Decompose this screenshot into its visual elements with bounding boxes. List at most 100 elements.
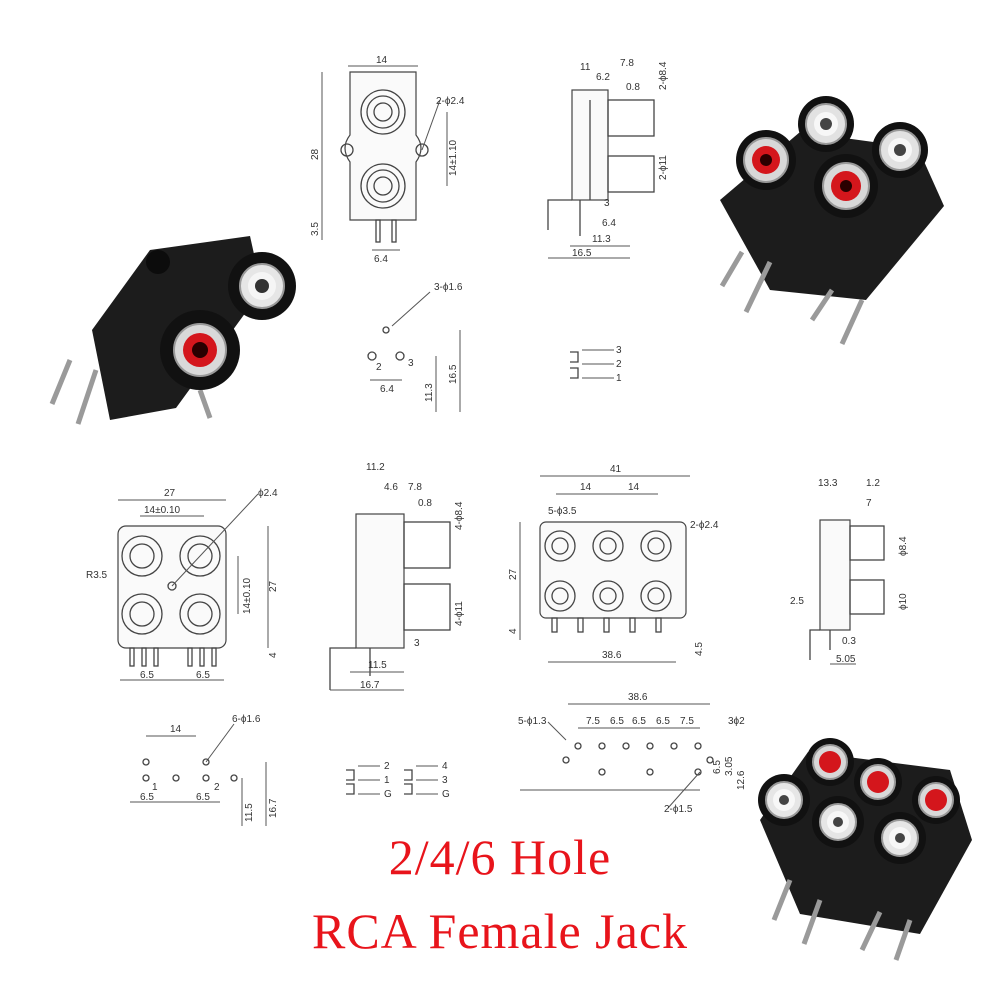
dim-6h-pcb-p4: 6.5: [656, 716, 670, 727]
dim-6h-side-d4: ϕ8.4: [898, 536, 909, 556]
dim-2h-mount-holes: 2-ϕ2.4: [436, 96, 465, 107]
dim-2h-side-d7: 3: [604, 198, 610, 209]
six-hole-side-view: 13.3 1.2 7 ϕ8.4 ϕ10 2.5 0.3 5.05: [790, 478, 909, 665]
dim-2h-side-d2: 7.8: [620, 58, 634, 69]
dim-4h-pin-right: 6.5: [196, 670, 210, 681]
dim-4h-pin-left: 6.5: [140, 670, 154, 681]
dim-6h-pcb-p5: 7.5: [680, 716, 694, 727]
two-hole-side-view: 11 7.8 6.2 0.8 2-ϕ8.4 2-ϕ11 3 6.4 11.3 1…: [547, 58, 669, 259]
dim-4h-side-d4: 4-ϕ8.4: [454, 501, 465, 530]
dim-2h-pcb-pin3: 3: [408, 358, 414, 369]
dim-4h-pcb-p2: 2: [214, 782, 220, 793]
dim-6h-pcb-p2: 6.5: [610, 716, 624, 727]
dim-6h-pin-side: 4.5: [694, 642, 705, 656]
dim-6h-sp1: 14: [580, 482, 592, 493]
dim-6h-mount: 2-ϕ2.4: [690, 520, 719, 531]
photo-two-hole-jack: [49, 236, 296, 425]
dim-4h-side-d6: 4-ϕ11: [454, 601, 465, 626]
photo-four-hole-jack: [719, 96, 944, 346]
sch-4h-b-p3: 3: [442, 775, 448, 786]
dim-6h-pcb-width: 38.6: [628, 692, 648, 703]
dim-6h-height: 27: [508, 568, 519, 580]
dim-4h-width: 27: [164, 488, 176, 499]
dim-4h-pcb-d1: 6.5: [140, 792, 154, 803]
4h-jack-outlines: [121, 535, 221, 635]
dim-6h-width: 41: [610, 464, 622, 475]
dim-4h-side-d1: 11.2: [366, 462, 385, 473]
dim-6h-pcb-left-holes: 5-ϕ1.3: [518, 716, 547, 727]
dim-6h-pcb-h3: 6.5: [712, 760, 723, 774]
dim-6h-side-d8: 5.05: [836, 654, 856, 665]
dim-2h-side-d8: 6.4: [602, 218, 616, 229]
dim-2h-side-d4: 0.8: [626, 82, 640, 93]
two-hole-schematic: 3 2 1: [570, 345, 622, 384]
dim-4h-pcb-h2: 16.7: [268, 798, 279, 818]
dim-6h-side-d7: 0.3: [842, 636, 856, 647]
dim-6h-sp2: 14: [628, 482, 640, 493]
dim-4h-side-d5: 0.8: [418, 498, 432, 509]
dim-2h-side-d9: 11.3: [592, 234, 611, 245]
sch-2h-p1: 1: [616, 373, 622, 384]
dim-4h-side-d3: 7.8: [408, 482, 422, 493]
dim-4h-side-d8: 11.5: [368, 660, 387, 671]
four-hole-schematic-b: 4 3 G: [404, 761, 450, 800]
dim-4h-side-d7: 3: [414, 638, 420, 649]
sch-4h-a-p1: 1: [384, 775, 390, 786]
dim-4h-pcb-d2: 6.5: [196, 792, 210, 803]
dim-4h-hole-spacing-v: 14±0.10: [242, 577, 253, 614]
dim-2h-side-d10: 16.5: [572, 248, 592, 259]
dim-2h-hole-spacing: 14±1.10: [448, 139, 459, 176]
four-hole-front-view: 27 14±0.10 ϕ2.4 R3.5 14±0.10 27 4 6.5 6.…: [86, 488, 279, 681]
dim-2h-pcb-h2: 16.5: [448, 364, 459, 384]
dim-4h-height: 27: [268, 580, 279, 592]
dim-2h-side-d6: 2-ϕ11: [658, 155, 669, 180]
dim-6h-side-d5: ϕ10: [898, 593, 909, 610]
dim-6h-pcb-bottom-holes: 2-ϕ1.5: [664, 804, 693, 815]
dim-6h-pcb-right-holes: 3ϕ2: [728, 716, 745, 727]
four-hole-schematic-a: 2 1 G: [346, 761, 392, 800]
dim-4h-pin-length: 4: [268, 652, 279, 658]
photo-six-hole-jack: [758, 738, 972, 961]
dim-4h-mount-hole: ϕ2.4: [258, 488, 278, 499]
six-hole-pcb-layout: 38.6 7.5 6.5 6.5 6.5 7.5 5-ϕ1.3 3ϕ2 2-ϕ1…: [518, 692, 747, 815]
dim-6h-holes: 5-ϕ3.5: [548, 506, 577, 517]
six-hole-front-view: 41 14 14 5-ϕ3.5 2-ϕ2.4 27 4 38.6 4.5: [508, 464, 719, 663]
6h-jack-outlines: [544, 530, 672, 612]
product-title-line1: 2/4/6 Hole: [388, 829, 612, 885]
product-title-line2: RCA Female Jack: [311, 903, 689, 959]
dim-4h-pcb-width: 14: [170, 724, 182, 735]
dim-2h-pin-spacing: 6.4: [374, 254, 388, 265]
dim-2h-side-d1: 11: [580, 62, 591, 73]
dim-4h-pcb-p1: 1: [152, 782, 158, 793]
two-hole-pcb-layout: 3-ϕ1.6 2 3 6.4 11.3 16.5: [367, 282, 463, 412]
dim-6h-pin-length: 4: [508, 628, 519, 634]
sch-2h-p2: 2: [616, 359, 622, 370]
sch-2h-p3: 3: [616, 345, 622, 356]
dim-6h-side-d6: 2.5: [790, 596, 804, 607]
dim-2h-pcb-pin2: 2: [376, 362, 382, 373]
dim-4h-pcb-holes: 6-ϕ1.6: [232, 714, 261, 725]
dim-2h-height: 28: [310, 148, 321, 160]
dim-4h-side-d2: 4.6: [384, 482, 398, 493]
dim-6h-pcb-h1: 3.05: [724, 756, 735, 776]
four-hole-pcb-layout: 14 6-ϕ1.6 1 2 6.5 6.5 11.5 16.7: [130, 714, 279, 826]
dim-2h-pin-length: 3.5: [310, 222, 321, 236]
sch-4h-a-p2: 2: [384, 761, 390, 772]
sch-4h-a-pg: G: [384, 789, 392, 800]
dim-2h-pcb-spacing: 6.4: [380, 384, 394, 395]
dim-2h-pcb-holes: 3-ϕ1.6: [434, 282, 463, 293]
dim-2h-pcb-h1: 11.3: [424, 383, 435, 402]
four-hole-side-view: 11.2 4.6 7.8 0.8 4-ϕ8.4 4-ϕ11 3 11.5 16.…: [329, 462, 465, 691]
dim-4h-hole-spacing-h: 14±0.10: [144, 505, 181, 516]
dim-6h-pin-span: 38.6: [602, 650, 622, 661]
dim-6h-pcb-p1: 7.5: [586, 716, 600, 727]
dim-4h-pcb-h1: 11.5: [244, 803, 255, 822]
dim-6h-side-d2: 1.2: [866, 478, 880, 489]
sch-4h-b-p4: 4: [442, 761, 448, 772]
dim-6h-side-d3: 7: [866, 498, 872, 509]
two-hole-front-view: 14 2-ϕ2.4 28 3.5 14±1.10 6.4: [310, 55, 465, 265]
dim-4h-side-d9: 16.7: [360, 680, 380, 691]
dim-2h-side-d3: 6.2: [596, 72, 610, 83]
